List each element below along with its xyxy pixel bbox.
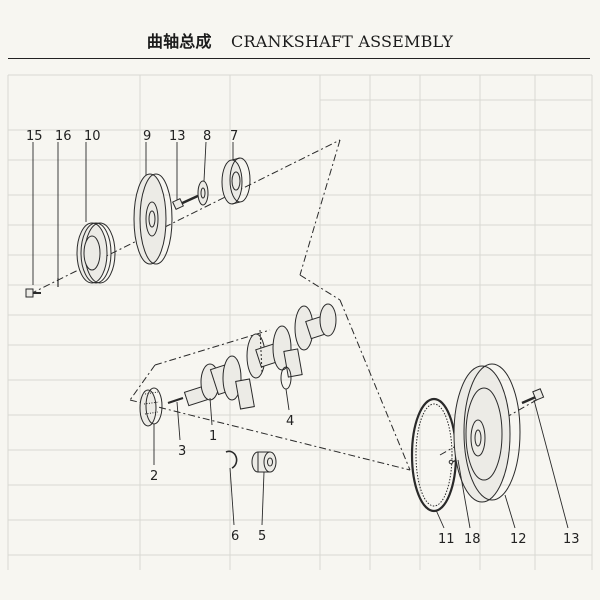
part-11-ring-gear — [410, 397, 458, 513]
part-9-pulley — [133, 173, 173, 265]
callout-6: 6 — [231, 529, 239, 544]
part-8-washer — [197, 180, 209, 206]
part-4-bearing — [280, 366, 292, 390]
part-13-bottom-bolt — [521, 388, 545, 405]
title-rule — [8, 58, 590, 59]
part-15-bolt — [25, 288, 41, 298]
callout-13-bottom: 13 — [563, 532, 580, 547]
callout-11: 11 — [438, 532, 455, 547]
callout-5: 5 — [258, 529, 266, 544]
part-10-pulley — [76, 222, 116, 284]
part-12-flywheel — [453, 363, 521, 503]
callout-8: 8 — [203, 129, 211, 144]
part-1-crankshaft — [183, 303, 337, 410]
callout-3: 3 — [178, 444, 186, 459]
page-title: 曲轴总成 CRANKSHAFT ASSEMBLY — [0, 28, 600, 52]
part-5-bushing — [251, 451, 277, 473]
part-6-circlip — [225, 450, 238, 469]
callout-16: 16 — [55, 129, 72, 144]
part-7-gear — [221, 157, 251, 205]
callout-9: 9 — [143, 129, 151, 144]
callout-labels: 15 16 10 9 13 8 7 2 3 1 4 6 5 11 18 12 1… — [26, 129, 580, 547]
callout-13-top: 13 — [169, 129, 186, 144]
callout-1: 1 — [209, 429, 217, 444]
leader-lines — [32, 141, 569, 529]
callout-7: 7 — [230, 129, 238, 144]
callout-10: 10 — [84, 129, 101, 144]
part-2-gear — [139, 387, 163, 427]
title-chinese: 曲轴总成 — [146, 32, 212, 51]
callout-15: 15 — [26, 129, 43, 144]
callout-12: 12 — [510, 532, 527, 547]
callout-2: 2 — [150, 469, 158, 484]
callout-18: 18 — [464, 532, 481, 547]
part-3-key — [167, 397, 184, 404]
part-13-top-bolt — [172, 193, 201, 210]
title-english: CRANKSHAFT ASSEMBLY — [231, 32, 454, 51]
callout-4: 4 — [286, 414, 294, 429]
